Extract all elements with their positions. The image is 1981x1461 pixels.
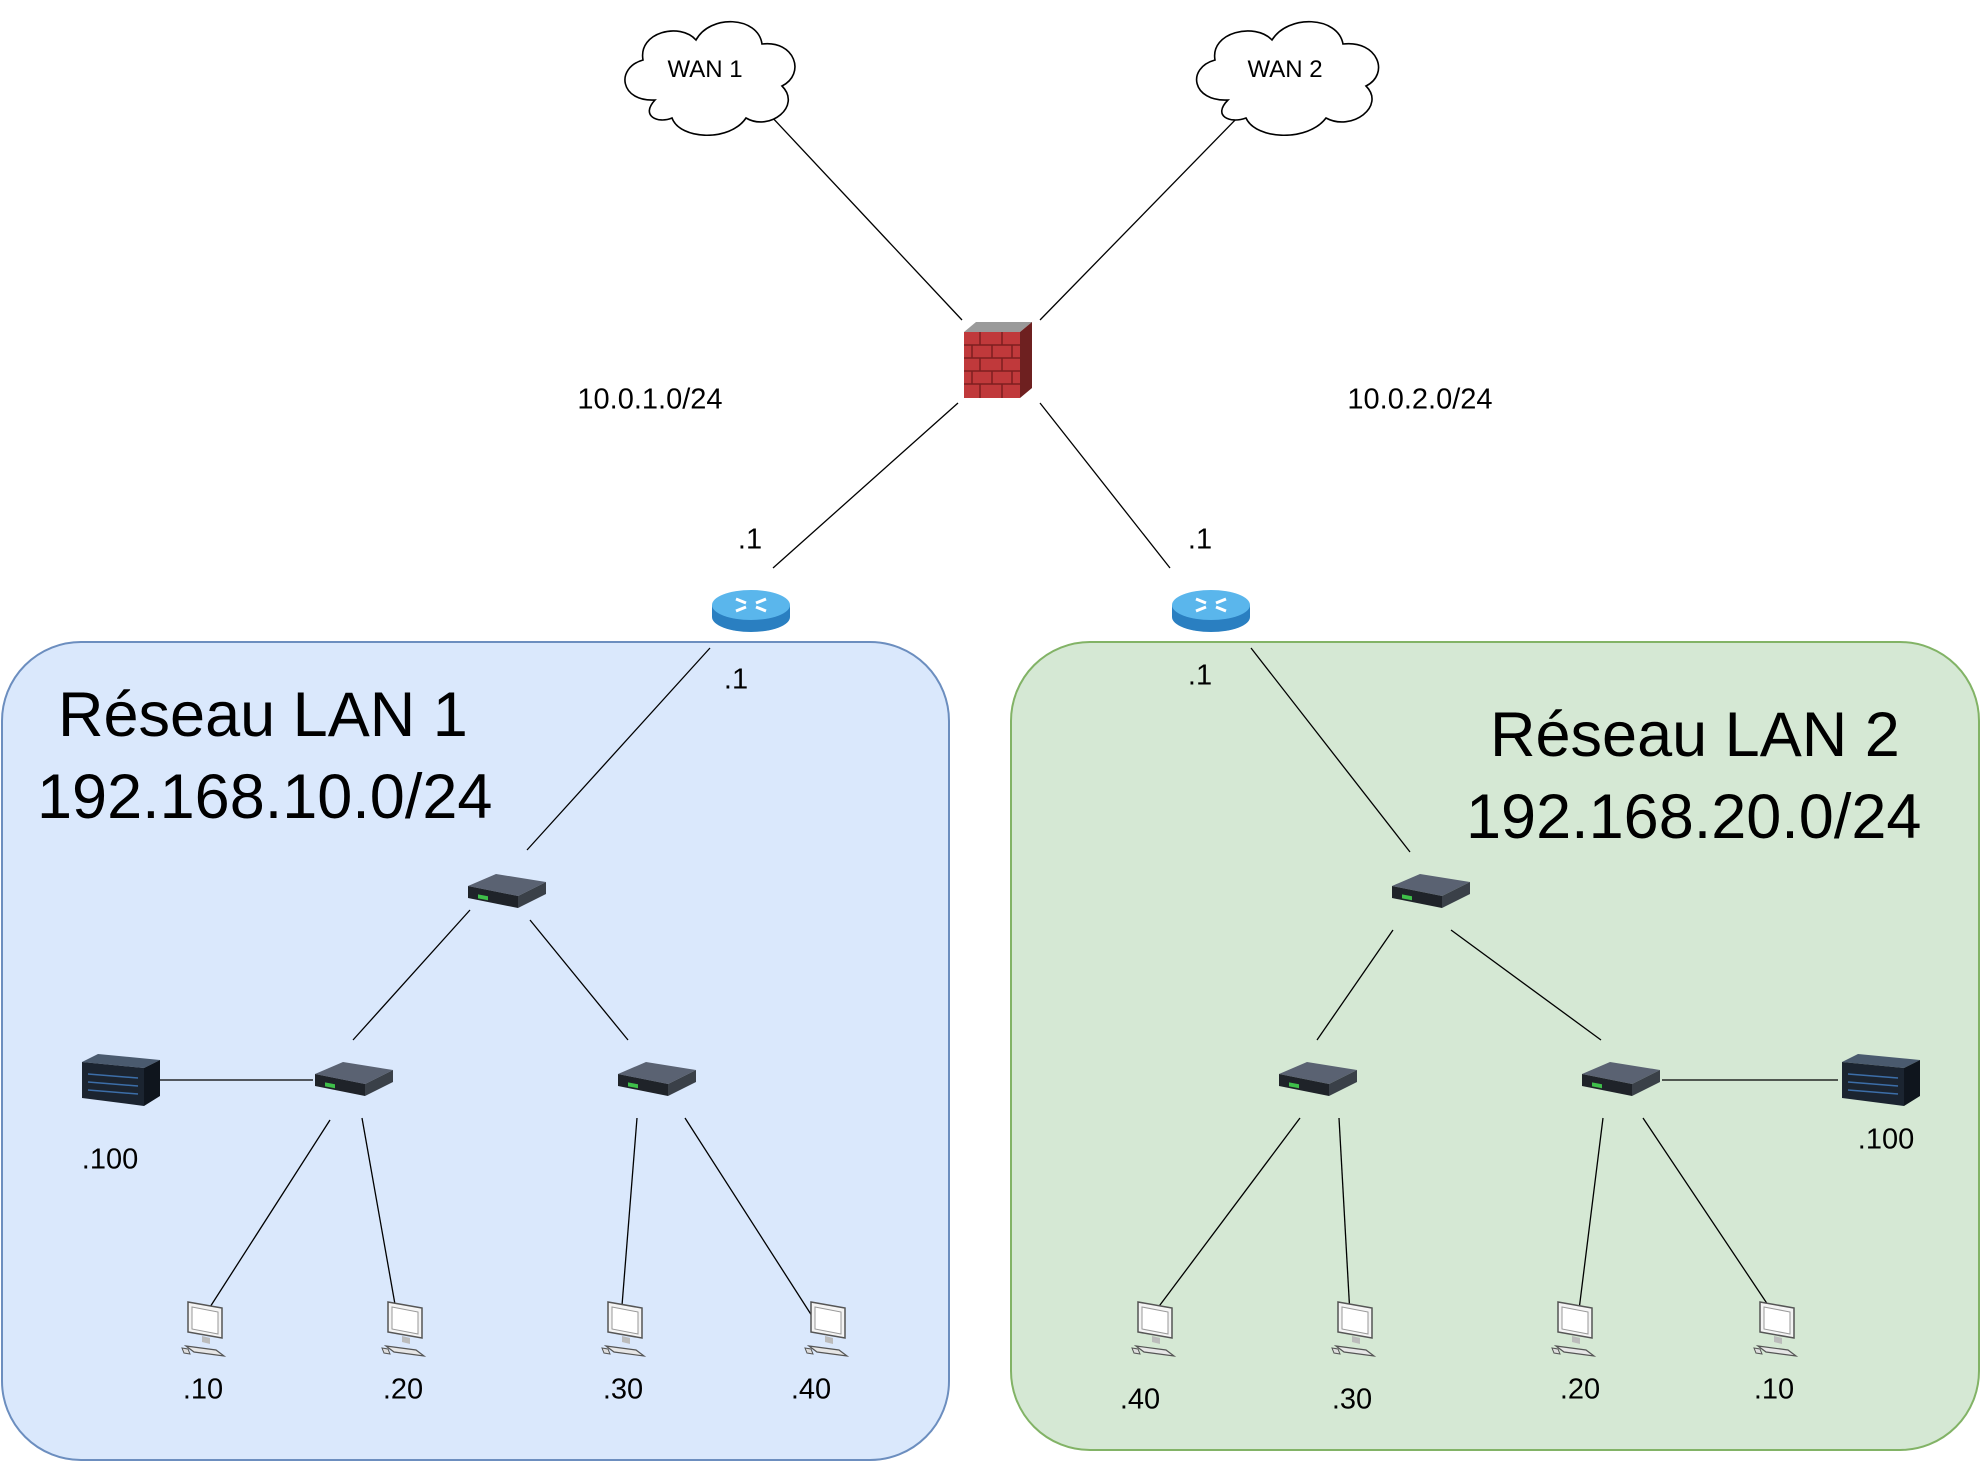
pc-lan2-20-ip: .20: [1559, 1373, 1601, 1406]
link-sw1a-pc10: [202, 1119, 331, 1319]
firewall-icon: [964, 322, 1032, 398]
link-firewall-router2: [1039, 402, 1171, 569]
link-sw2a-pc30: [1338, 1117, 1351, 1316]
pc-lan2-40-icon: [1131, 1301, 1177, 1357]
switch-core2-icon: [1392, 874, 1470, 908]
pc-lan1-30-ip: .30: [602, 1373, 644, 1406]
pc-lan1-40-icon: [804, 1301, 850, 1357]
link-wan2-firewall: [1039, 114, 1241, 321]
router1-lan-ip: .1: [723, 663, 749, 696]
server-lan1-icon: [82, 1054, 160, 1106]
pc-lan2-30-ip: .30: [1331, 1383, 1373, 1416]
wan1-cloud-icon: [624, 20, 796, 136]
router2-lan-ip: .1: [1187, 659, 1213, 692]
server-lan2-icon: [1842, 1054, 1920, 1106]
lan1-title: Réseau LAN 1: [58, 680, 468, 750]
pc-lan2-40-ip: .40: [1119, 1383, 1161, 1416]
link-sw2b-pc10: [1642, 1117, 1769, 1306]
pc-lan1-40-ip: .40: [790, 1373, 832, 1406]
router1-wan-ip: .1: [737, 523, 763, 556]
switch-lan1-b-icon: [618, 1062, 696, 1096]
switch-lan2-b-icon: [1582, 1062, 1660, 1096]
pc-lan1-10-ip: .10: [182, 1373, 224, 1406]
link-core1-sw1a: [352, 909, 471, 1041]
pc-lan1-20-ip: .20: [382, 1373, 424, 1406]
server-lan2-ip: .100: [1857, 1123, 1915, 1156]
link-core2-sw2a: [1316, 929, 1394, 1041]
link-core1-sw1b: [529, 919, 629, 1041]
link-sw1b-pc30: [620, 1117, 638, 1319]
link-sw2b-pc20: [1577, 1117, 1604, 1319]
pc-lan1-10-icon: [181, 1301, 227, 1357]
lan1-subnet: 192.168.10.0/24: [37, 762, 493, 832]
lan1-zone: [1, 641, 950, 1461]
wan2-label: WAN 2: [1247, 56, 1323, 83]
router-2-icon: [1172, 590, 1250, 632]
switch-lan1-a-icon: [315, 1062, 393, 1096]
transit-subnet-2-label: 10.0.2.0/24: [1347, 383, 1493, 416]
server-lan1-ip: .100: [81, 1143, 139, 1176]
pc-lan2-30-icon: [1331, 1301, 1377, 1357]
pc-lan2-10-icon: [1753, 1301, 1799, 1357]
pc-lan1-30-icon: [601, 1301, 647, 1357]
lan2-title: Réseau LAN 2: [1490, 700, 1900, 770]
link-sw1a-pc20: [361, 1117, 397, 1311]
link-firewall-router1: [772, 402, 959, 569]
link-wan1-firewall: [769, 114, 963, 321]
link-router2-core2: [1250, 647, 1411, 853]
wan2-cloud-icon: [1195, 20, 1380, 136]
link-core2-sw2b: [1450, 929, 1602, 1041]
lan2-subnet: 192.168.20.0/24: [1466, 782, 1922, 852]
wan1-label: WAN 1: [667, 56, 743, 83]
pc-lan1-20-icon: [381, 1301, 427, 1357]
pc-lan2-20-icon: [1551, 1301, 1597, 1357]
pc-lan2-10-ip: .10: [1753, 1373, 1795, 1406]
router2-wan-ip: .1: [1187, 523, 1213, 556]
transit-subnet-1-label: 10.0.1.0/24: [577, 383, 723, 416]
switch-core1-icon: [468, 874, 546, 908]
link-sw1b-pc40: [684, 1117, 822, 1331]
link-router1-core1: [526, 647, 711, 851]
router-1-icon: [712, 590, 790, 632]
link-sw2a-pc40: [1144, 1117, 1301, 1326]
switch-lan2-a-icon: [1279, 1062, 1357, 1096]
